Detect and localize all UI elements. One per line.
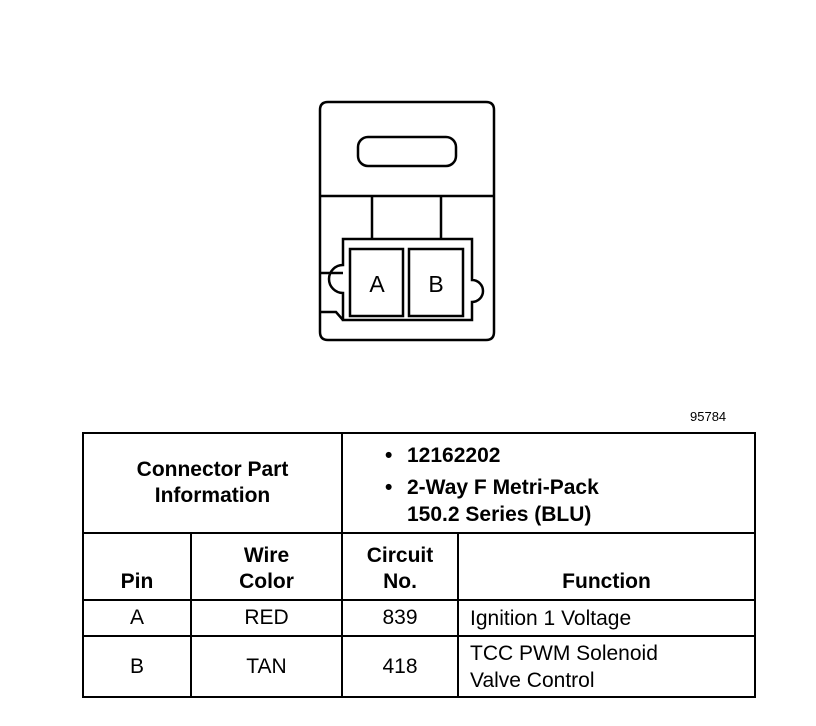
part-desc-line2: 150.2 Series (BLU) [407,503,592,526]
table-row: B TAN 418 TCC PWM Solenoid Valve Control [82,635,756,698]
header-pin: Pin [82,532,192,601]
part-description-item: • 2-Way F Metri-Pack 150.2 Series (BLU) [383,474,754,528]
connector-info-table: Connector Part Information • 12162202 • … [82,432,756,698]
pin-cavity-a [348,247,405,318]
part-number: 12162202 [407,444,501,467]
header-function: Function [457,532,756,601]
header-wire-color: Wire Color [190,532,343,601]
pin-cavity-b [407,247,465,318]
wire-color-cell: RED [190,599,343,637]
pin-label-a: A [369,271,385,297]
table-row: A RED 839 Ignition 1 Voltage [82,599,756,637]
terminal-housing [327,237,485,322]
pin-cell: A [82,599,192,637]
function-cell: Ignition 1 Voltage [457,599,756,637]
figure-id: 95784 [690,409,727,424]
wire-color-cell: TAN [190,635,343,698]
housing-bracket-left-low [320,310,344,321]
column-header-row: Pin Wire Color Circuit No. Function [82,532,756,601]
locking-slot [356,135,458,168]
connector-diagram: A B [318,100,496,342]
circuit-cell: 418 [341,635,459,698]
bullet-icon: • [385,476,393,499]
part-info-details: • 12162202 • 2-Way F Metri-Pack 150.2 Se… [341,432,756,534]
part-info-label: Connector Part Information [82,432,343,534]
part-number-item: • 12162202 [383,442,754,469]
function-cell: TCC PWM Solenoid Valve Control [457,635,756,698]
connector-body [318,100,496,342]
part-desc-line1: 2-Way F Metri-Pack [407,476,599,499]
bullet-icon: • [385,444,393,467]
pin-cell: B [82,635,192,698]
part-info-row: Connector Part Information • 12162202 • … [82,432,756,534]
circuit-cell: 839 [341,599,459,637]
pin-label-b: B [428,271,443,297]
header-circuit: Circuit No. [341,532,459,601]
